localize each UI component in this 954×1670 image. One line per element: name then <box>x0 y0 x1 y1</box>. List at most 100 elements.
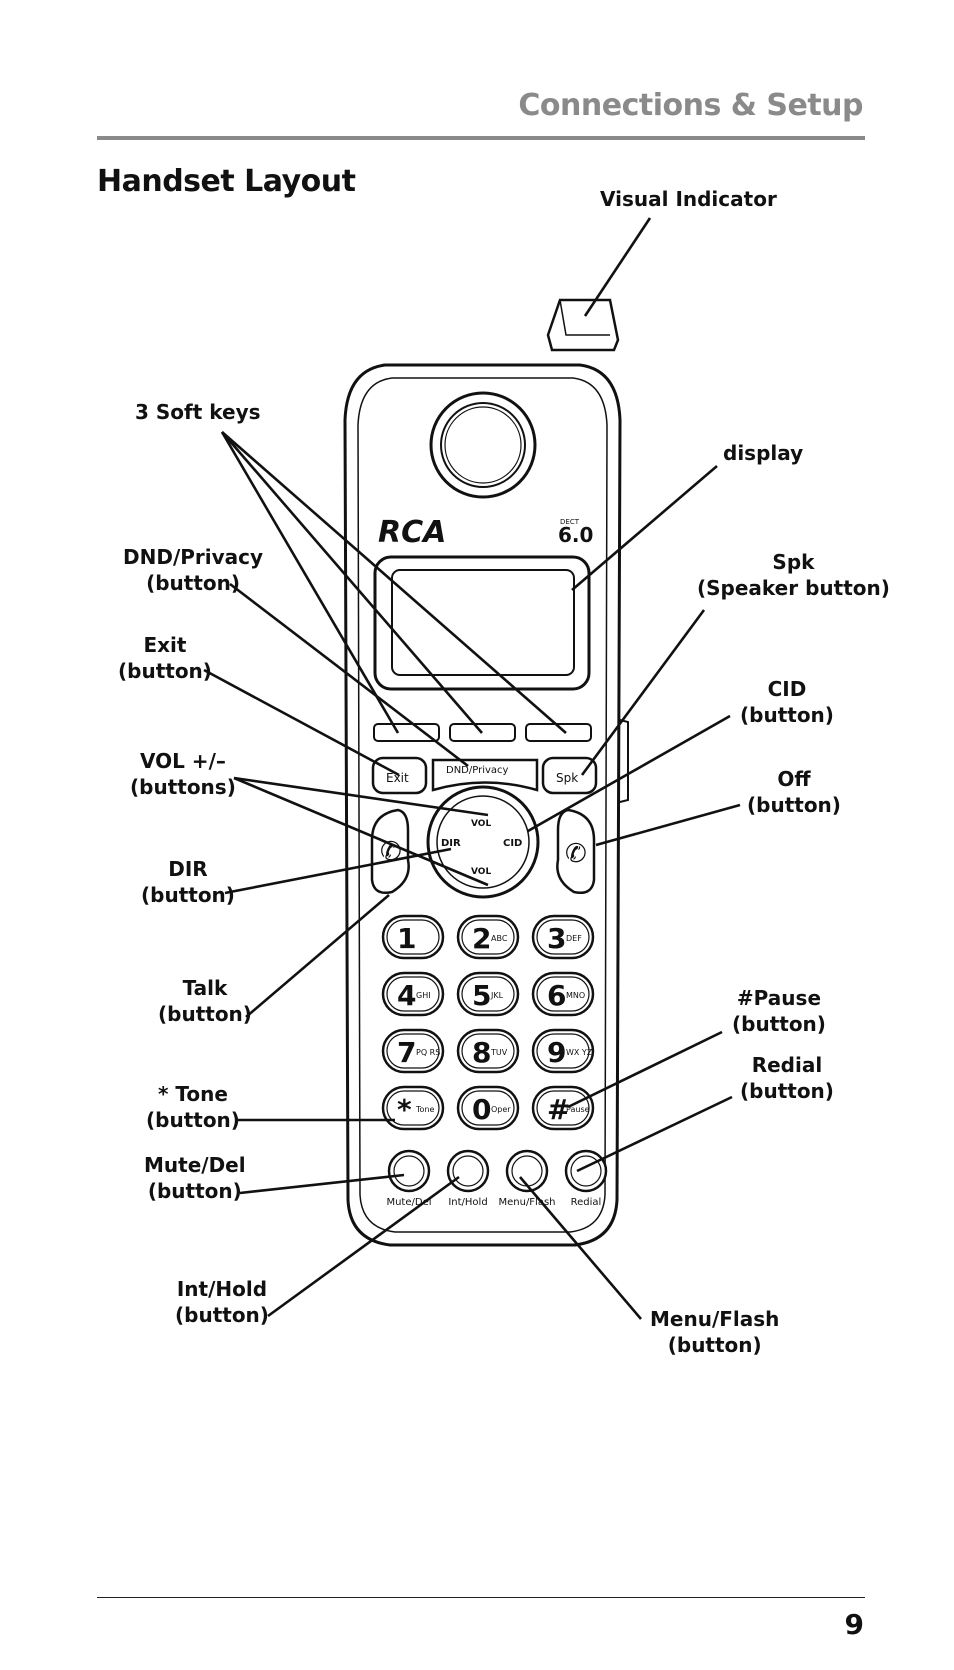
callout-line: (button) <box>141 883 235 907</box>
callout-line: Off <box>777 767 811 791</box>
callout-off: Off (button) <box>747 766 841 818</box>
keypad-digit: 2 <box>472 922 491 955</box>
keypad-digit: 4 <box>397 979 416 1012</box>
callout-line: Visual Indicator <box>600 187 777 211</box>
callout-line: CID <box>767 677 807 701</box>
off-key <box>556 808 596 894</box>
exit-key-label: Exit <box>386 771 409 785</box>
keypad-letters: PQ RS <box>416 1048 440 1057</box>
callout-line: (button) <box>667 1333 762 1357</box>
keypad-letters: TUV <box>490 1048 508 1057</box>
brand-logo: RCA <box>378 515 446 550</box>
soft-key-right <box>525 723 592 742</box>
footer-rule <box>97 1597 865 1598</box>
callout-talk: Talk (button) <box>158 975 252 1027</box>
callout-exit: Exit (button) <box>118 632 212 684</box>
callout-line: (button) <box>740 703 834 727</box>
keypad-digit: 3 <box>547 922 566 955</box>
callout-line: (button) <box>747 793 841 817</box>
callout-line: (button) <box>147 1179 242 1203</box>
callout-line: Talk <box>182 976 228 1000</box>
callout-line: (button) <box>732 1012 826 1036</box>
keypad-letters: Pause <box>566 1105 590 1114</box>
keypad-letters: WX YZ <box>566 1048 593 1057</box>
keypad-letters: ABC <box>491 934 508 943</box>
keypad-letters: Oper <box>491 1105 511 1114</box>
antenna <box>546 298 620 352</box>
callout-line: Menu/Flash <box>650 1307 780 1331</box>
keypad-digit: 5 <box>472 979 491 1012</box>
callout-line: display <box>723 441 804 465</box>
display-screen <box>391 569 575 676</box>
callout-line: (button) <box>175 1303 269 1327</box>
dnd-privacy-key-label: DND/Privacy <box>446 765 509 776</box>
callout-spk: Spk (Speaker button) <box>697 549 890 601</box>
callout-line: (Speaker button) <box>697 576 890 600</box>
dect-version: 6.0 <box>558 523 593 547</box>
keypad-key[interactable]: #Pause <box>531 1085 595 1131</box>
dnd-privacy-key <box>431 758 539 792</box>
keypad-digit: # <box>547 1093 570 1126</box>
keypad-letters: MNO <box>566 991 585 1000</box>
callout-line: Redial <box>751 1053 823 1077</box>
bottom-button-label: Mute/Del <box>386 1197 431 1208</box>
callout-line: Exit <box>143 633 187 657</box>
page-number: 9 <box>844 1608 864 1641</box>
off-icon: ✆ <box>565 839 587 869</box>
section-title: Connections & Setup <box>518 88 863 123</box>
callout-line: 3 Soft keys <box>135 400 261 424</box>
callout-display: display <box>723 440 803 466</box>
bottom-button[interactable]: Menu/Flash <box>498 1149 556 1208</box>
callout-mute-del: Mute/Del (button) <box>144 1152 246 1204</box>
keypad-digit: 7 <box>397 1036 416 1069</box>
keypad-letters: GHI <box>416 991 431 1000</box>
keypad-letters: DEF <box>566 934 582 943</box>
callout-line: Mute/Del <box>144 1153 246 1177</box>
bottom-button-label: Redial <box>571 1197 602 1208</box>
callout-line: Spk <box>772 550 815 574</box>
callout-line: (button) <box>740 1079 834 1103</box>
talk-key <box>370 808 410 894</box>
callout-line: (button) <box>118 659 212 683</box>
keypad-digit: 1 <box>397 922 416 955</box>
bottom-button-label: Int/Hold <box>448 1197 487 1208</box>
keypad-key[interactable]: *Tone <box>381 1085 445 1131</box>
keypad-digit: 6 <box>547 979 566 1012</box>
leader-lines <box>203 217 741 1320</box>
callout-menu-flash: Menu/Flash (button) <box>650 1306 779 1358</box>
keypad-digit: * <box>397 1093 412 1126</box>
callout-int-hold: Int/Hold (button) <box>175 1276 269 1328</box>
callout-line: * Tone <box>157 1082 228 1106</box>
callout-line: (button) <box>146 1108 240 1132</box>
callout-tone: * Tone (button) <box>146 1081 240 1133</box>
callout-line: VOL +/– <box>139 749 226 773</box>
callout-redial: Redial (button) <box>740 1052 834 1104</box>
soft-key-left <box>373 723 440 742</box>
callout-line: (buttons) <box>130 775 236 799</box>
callout-line: (button) <box>146 571 240 595</box>
callout-line: #Pause <box>736 986 822 1010</box>
callout-line: Int/Hold <box>176 1277 268 1301</box>
keypad-key[interactable]: 1 <box>381 914 445 960</box>
dir-key-label: DIR <box>441 838 461 849</box>
keypad-letters: Tone <box>415 1105 434 1114</box>
vol-up-label: VOL <box>471 819 491 829</box>
callout-dnd-privacy: DND/Privacy (button) <box>123 544 263 596</box>
callout-line: DIR <box>168 857 208 881</box>
keypad-letters: JKL <box>490 991 504 1000</box>
bottom-button[interactable]: Int/Hold <box>446 1149 490 1208</box>
callout-line: (button) <box>158 1002 252 1026</box>
bottom-button[interactable]: Mute/Del <box>386 1149 432 1208</box>
dect-label: DECT <box>560 518 580 526</box>
